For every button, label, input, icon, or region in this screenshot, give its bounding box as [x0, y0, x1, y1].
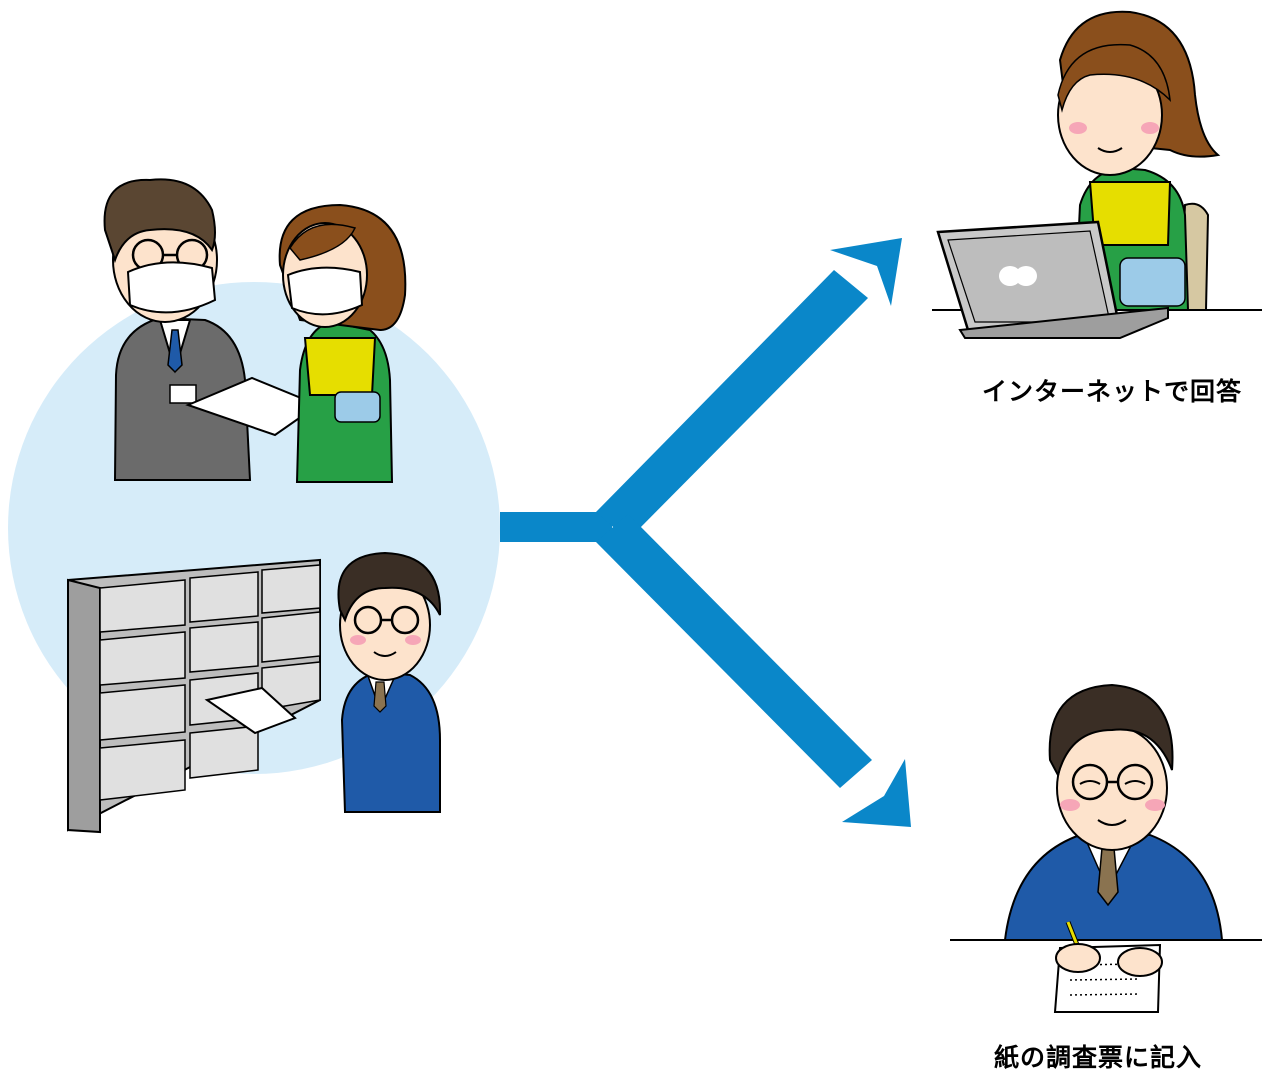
official-man [103, 178, 252, 481]
arrow-lower-head [842, 759, 911, 827]
mask-icon-2 [286, 266, 364, 316]
glasses-icon-2 [353, 605, 420, 635]
laptop-icon [936, 220, 1169, 339]
mailbox-icon [67, 558, 321, 834]
internet-scene [932, 10, 1262, 339]
caption-internet-answer: インターネットで回答 [982, 377, 1243, 406]
arrow-stem [500, 512, 612, 542]
mailbox-scene [67, 551, 442, 834]
branch-arrow [500, 238, 911, 827]
glasses-icon-3 [1071, 763, 1154, 801]
mail-carrier-man [204, 551, 442, 813]
caption-paper-form: 紙の調査票に記入 [994, 1043, 1203, 1072]
mask-icon [126, 261, 217, 314]
arrow-upper-head [830, 238, 902, 306]
arrow-lower-shaft [596, 514, 872, 788]
handover-scene [103, 178, 407, 483]
paper-scene [950, 683, 1262, 1013]
arrow-upper-shaft [596, 270, 868, 540]
resident-woman [278, 203, 407, 483]
document-icon-2 [204, 686, 297, 735]
